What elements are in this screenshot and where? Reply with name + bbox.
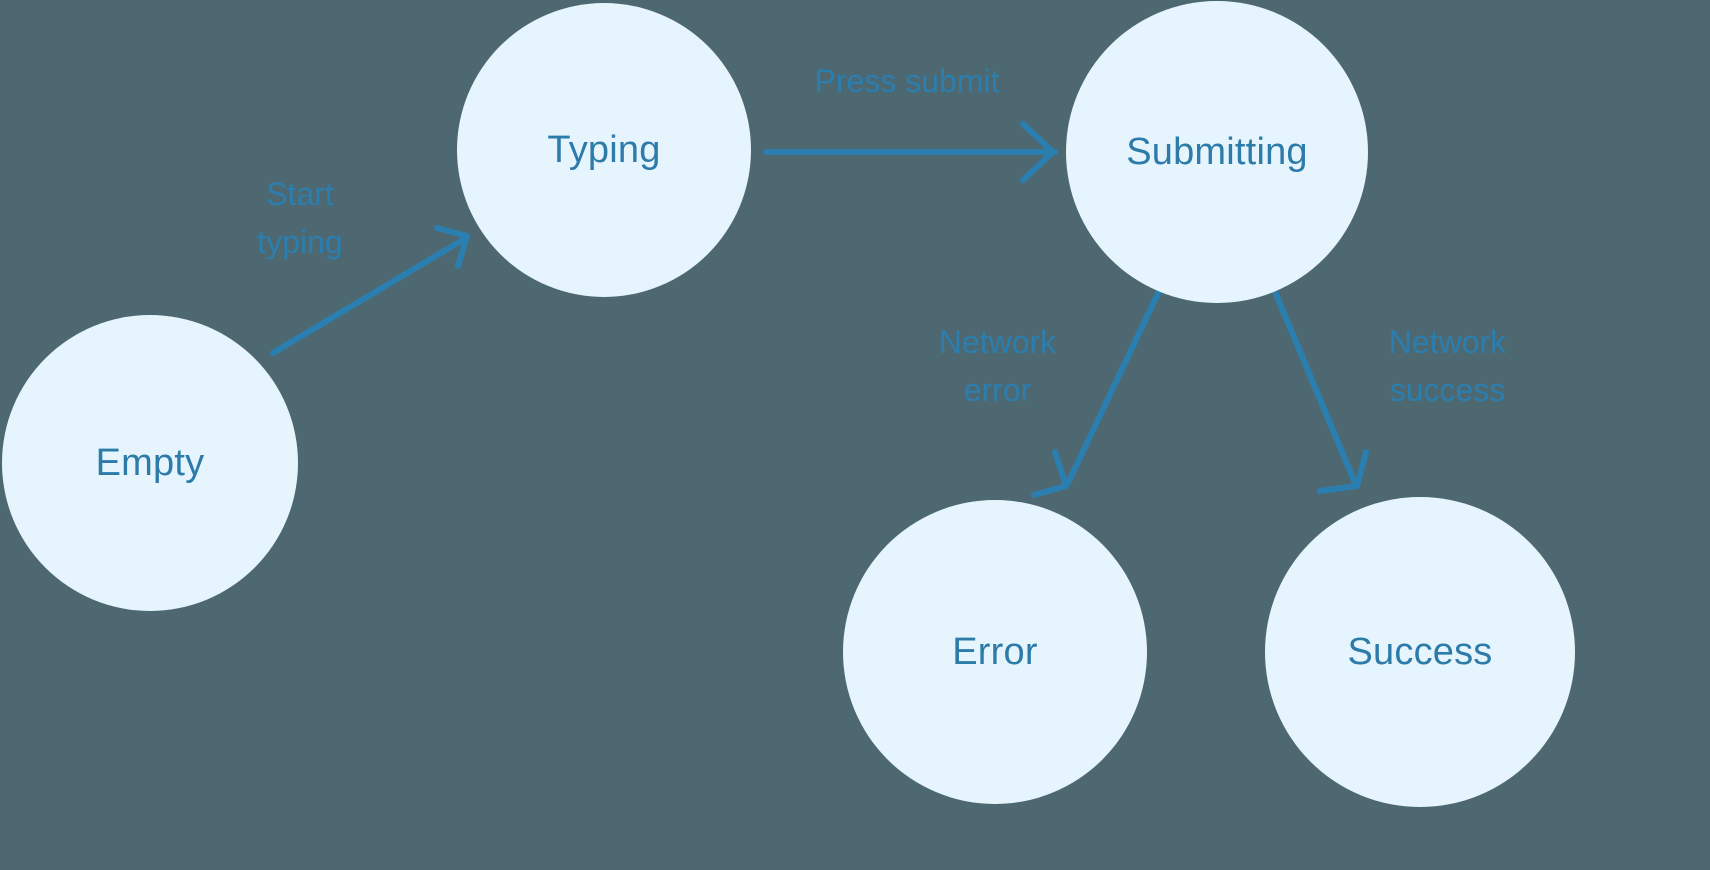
edge-label-network-success: Network success (1388, 324, 1507, 408)
edge-line (270, 235, 469, 356)
arrowhead (1031, 449, 1069, 498)
state-node-label: Success (1347, 631, 1493, 673)
state-node-label: Submitting (1126, 131, 1308, 173)
edge-submitting-to-error (1031, 284, 1164, 498)
state-node-empty[interactable]: Empty (2, 315, 298, 611)
state-node-typing[interactable]: Typing (457, 3, 751, 297)
state-node-label: Error (952, 631, 1038, 673)
state-node-error[interactable]: Error (843, 500, 1147, 804)
state-node-success[interactable]: Success (1265, 497, 1575, 807)
edge-label-press-submit: Press submit (814, 63, 1000, 99)
edge-typing-to-submitting (763, 121, 1058, 183)
edge-label-start-typing: Start typing (257, 176, 343, 260)
state-node-label: Empty (95, 442, 205, 484)
arrowhead (434, 225, 470, 269)
arrowhead (1317, 449, 1369, 494)
edge-empty-to-typing (270, 225, 470, 356)
edge-line (1065, 284, 1164, 486)
edge-label-network-error: Network error (938, 324, 1057, 408)
edge-submitting-to-success (1270, 284, 1369, 494)
arrowhead (1020, 121, 1056, 183)
edge-line (1270, 284, 1358, 486)
state-node-submitting[interactable]: Submitting (1066, 1, 1368, 303)
state-node-label: Typing (547, 129, 661, 171)
